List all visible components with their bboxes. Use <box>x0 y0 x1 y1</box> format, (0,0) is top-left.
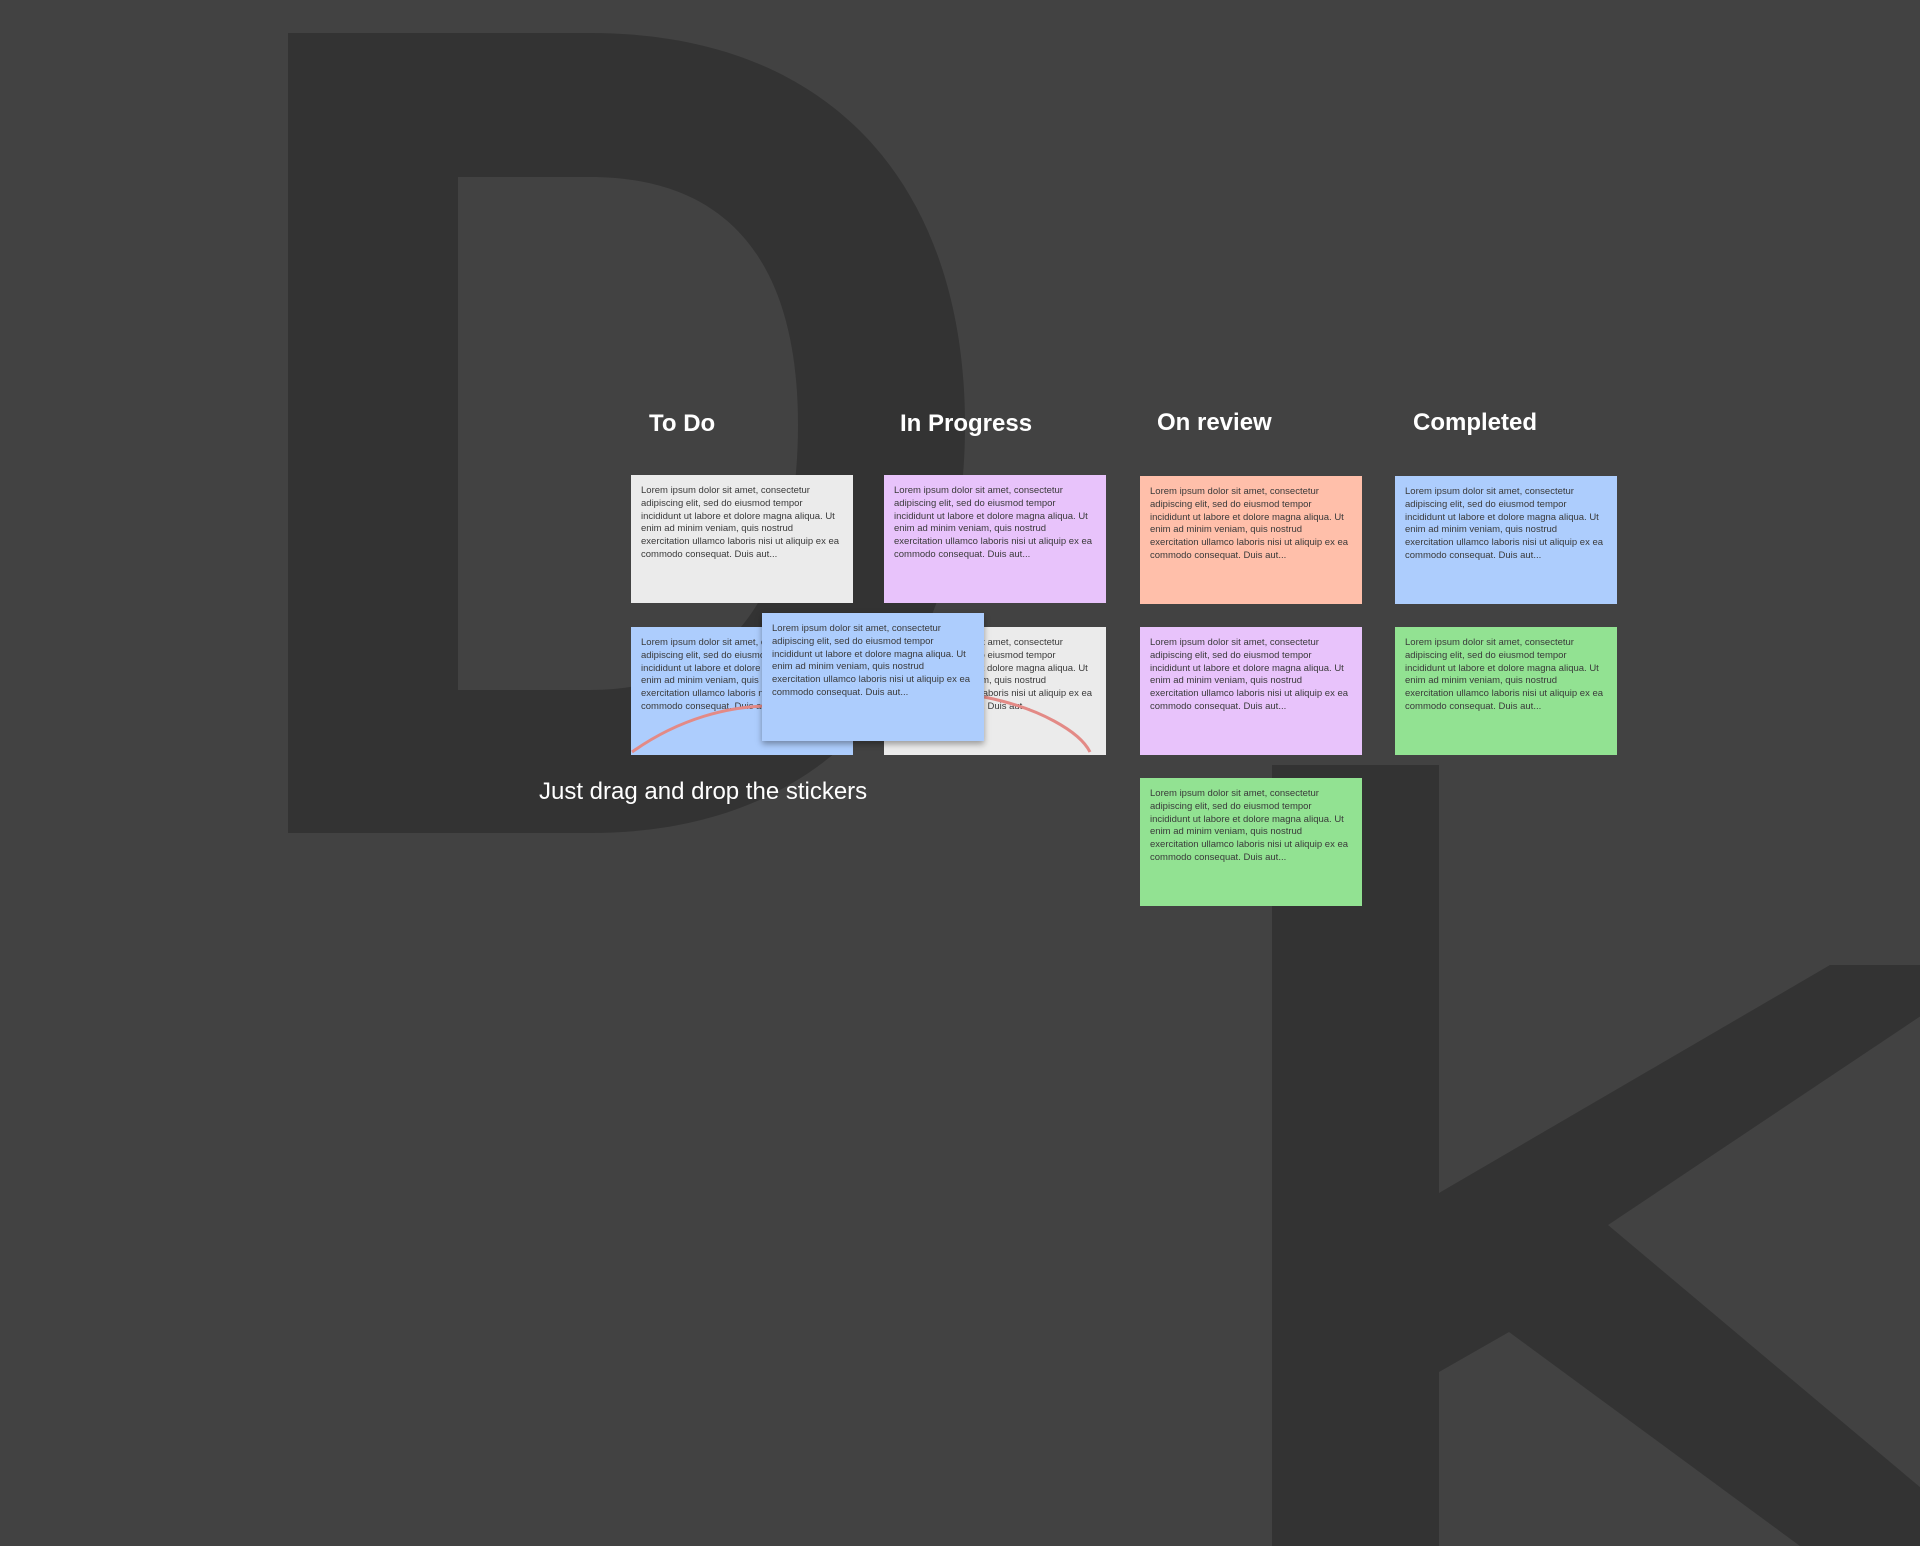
sticker-text: Lorem ipsum dolor sit amet, consectetur … <box>1150 637 1349 712</box>
column-title-in-progress: In Progress <box>900 410 1033 437</box>
sticker-text: Lorem ipsum dolor sit amet, consectetur … <box>1150 788 1349 863</box>
sticker-in-progress-1[interactable]: Lorem ipsum dolor sit amet, consectetur … <box>884 475 1106 603</box>
sticker-text: Lorem ipsum dolor sit amet, consectetur … <box>1405 486 1604 561</box>
sticker-on-review-1[interactable]: Lorem ipsum dolor sit amet, consectetur … <box>1140 476 1362 604</box>
sticker-text: Lorem ipsum dolor sit amet, consectetur … <box>1405 637 1604 712</box>
sticker-text: Lorem ipsum dolor sit amet, consectetur … <box>641 485 840 560</box>
column-title-todo: To Do <box>649 410 716 437</box>
letter-k-shape <box>1272 765 1920 1546</box>
drag-drop-hint: Just drag and drop the stickers <box>539 778 868 805</box>
sticker-completed-2[interactable]: Lorem ipsum dolor sit amet, consectetur … <box>1395 627 1617 755</box>
sticker-text: Lorem ipsum dolor sit amet, consectetur … <box>772 623 971 698</box>
sticker-on-review-3[interactable]: Lorem ipsum dolor sit amet, consectetur … <box>1140 778 1362 906</box>
column-title-on-review: On review <box>1157 409 1272 436</box>
sticker-todo-1[interactable]: Lorem ipsum dolor sit amet, consectetur … <box>631 475 853 603</box>
sticker-on-review-2[interactable]: Lorem ipsum dolor sit amet, consectetur … <box>1140 627 1362 755</box>
sticker-completed-1[interactable]: Lorem ipsum dolor sit amet, consectetur … <box>1395 476 1617 604</box>
dragged-sticker[interactable]: Lorem ipsum dolor sit amet, consectetur … <box>762 613 984 741</box>
sticker-text: Lorem ipsum dolor sit amet, consectetur … <box>894 485 1093 560</box>
sticker-text: Lorem ipsum dolor sit amet, consectetur … <box>1150 486 1349 561</box>
column-title-completed: Completed <box>1413 409 1538 436</box>
